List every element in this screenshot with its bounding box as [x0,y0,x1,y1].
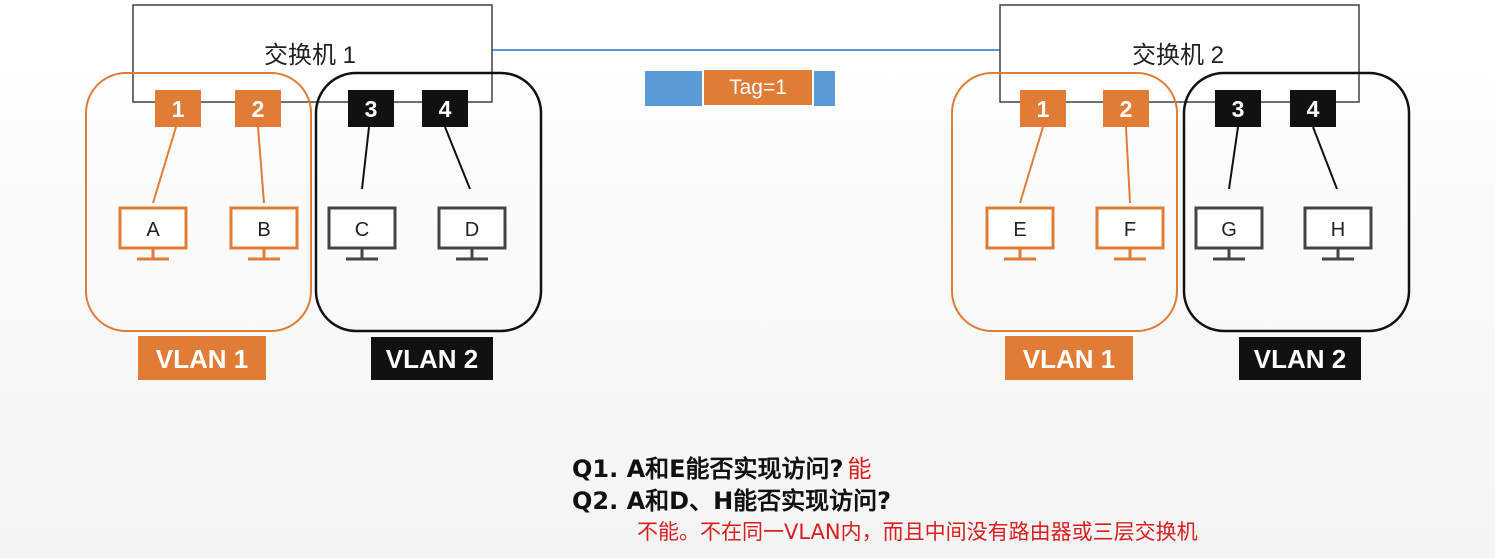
vlan1-badge [1005,336,1133,380]
host-label: C [355,219,369,241]
port-label: 3 [365,96,378,122]
vlan1-region [85,72,312,332]
vlan2-badge [1239,337,1361,380]
tagged-frame: Tag=1 [645,68,835,107]
monitor-icon [1194,206,1264,250]
port-1 [1020,90,1066,127]
host-H: H [1303,206,1373,261]
vlan1-region [951,72,1178,332]
switch-1-group: 交换机 1 1 2 3 4 A B [85,4,543,380]
monitor-icon [437,206,507,250]
port-3 [348,90,394,127]
port-label: 4 [439,96,452,122]
cable [361,126,370,190]
switch-2-group: 交换机 2 1 2 3 4 E F G [951,4,1411,380]
question-2: Q2. A和D、H能否实现访问? [572,481,891,516]
question-1: Q1. A和E能否实现访问?能 [572,449,871,484]
question-2-text: Q2. A和D、H能否实现访问? [572,487,892,515]
host-D: D [437,206,507,261]
port-label: 4 [1307,96,1320,122]
vlan1-label: VLAN 1 [1023,344,1115,374]
port-2 [1103,90,1149,127]
cable [1228,126,1239,190]
host-A: A [118,206,188,261]
vlan2-region [1182,71,1411,333]
port-2 [235,90,281,127]
cable [1019,126,1044,204]
port-1 [155,90,201,127]
switch-2-name: 交换机 2 [1132,42,1224,69]
question-1-text: Q1. A和E能否实现访问? [572,455,844,483]
port-4 [422,90,468,127]
port-label: 2 [252,96,265,122]
vlan1-label: VLAN 1 [156,344,248,374]
answer-2: 不能。不在同一VLAN内，而且中间没有路由器或三层交换机 [637,520,1198,544]
port-label: 1 [1037,96,1050,122]
host-label: B [257,219,270,241]
host-label: H [1331,219,1345,241]
host-E: E [985,206,1055,261]
monitor-icon [1303,206,1373,250]
host-F: F [1095,206,1165,261]
vlan2-label: VLAN 2 [386,344,478,374]
vlan2-badge [371,337,493,380]
port-label: 1 [172,96,185,122]
host-label: F [1124,219,1136,241]
cable [1125,126,1131,204]
vlan-tag-field [702,68,814,107]
vlan2-region [314,71,543,333]
cable [1312,126,1338,190]
answer-1: 能 [847,455,872,483]
host-G: G [1194,206,1264,261]
host-label: D [465,219,479,241]
monitor-icon [229,206,299,250]
port-4 [1290,90,1336,127]
host-C: C [327,206,397,261]
port-label: 2 [1120,96,1133,122]
port-label: 3 [1232,96,1245,122]
vlan2-label: VLAN 2 [1254,344,1346,374]
cable [152,126,177,204]
vlan-tag-label: Tag=1 [729,76,787,99]
host-label: G [1221,219,1237,241]
host-B: B [229,206,299,261]
monitor-icon [327,206,397,250]
cable [444,126,471,190]
cable [257,126,265,204]
host-label: E [1013,219,1026,241]
switch-1 [132,4,493,103]
switch-2 [999,4,1360,103]
vlan1-badge [138,336,266,380]
switch-1-name: 交换机 1 [264,42,356,69]
port-3 [1215,90,1261,127]
host-label: A [146,219,160,241]
